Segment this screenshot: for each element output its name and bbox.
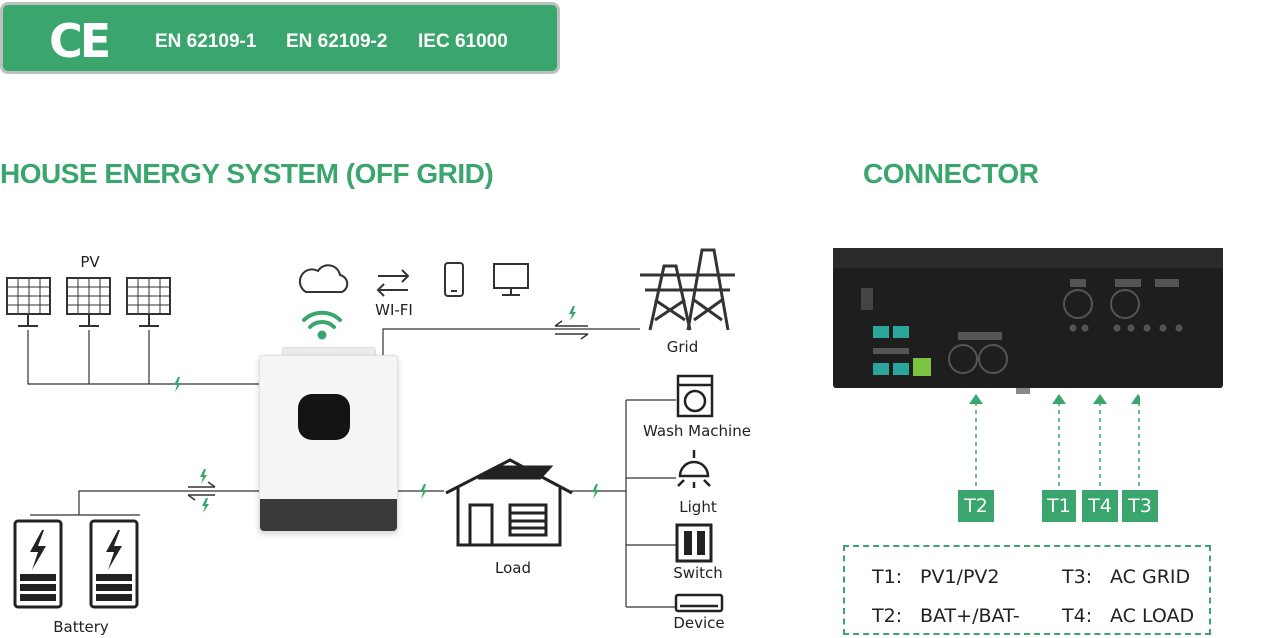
arrow-up-icon — [1052, 394, 1066, 404]
legend-key: T2: — [872, 605, 903, 627]
air-conditioner-icon — [674, 593, 724, 613]
legend-value: BAT+/BAT- — [920, 605, 1020, 627]
wifi-label: WI-FI — [375, 301, 413, 319]
switch-icon — [675, 523, 713, 563]
grid-label: Grid — [666, 338, 699, 356]
wifi-icon — [302, 310, 342, 340]
device-label: Device — [673, 614, 725, 632]
tag-t1: T1 — [1042, 490, 1076, 522]
arrow-up-icon — [969, 394, 983, 404]
system-diagram — [6, 248, 735, 613]
power-tower-icon — [640, 248, 735, 331]
inverter-unit — [259, 355, 398, 532]
switch-label: Switch — [673, 564, 723, 582]
light-bulb-icon — [677, 450, 711, 488]
legend-key: T3: — [1062, 566, 1093, 588]
monitor-icon — [493, 263, 529, 296]
connector-ports — [861, 279, 1183, 394]
certification-banner: CE EN 62109-1 EN 62109-2 IEC 61000 — [0, 2, 560, 74]
phone-icon — [444, 262, 464, 297]
tag-t2: T2 — [958, 490, 994, 522]
legend-key: T4: — [1062, 605, 1093, 627]
lightning-icon — [569, 306, 576, 321]
connector-title: CONNECTOR — [863, 158, 1039, 189]
standard-label: EN 62109-2 — [286, 31, 388, 52]
tag-t4: T4 — [1082, 490, 1118, 522]
system-title: HOUSE ENERGY SYSTEM (OFF GRID) — [0, 158, 494, 189]
battery-icon — [13, 519, 63, 609]
pointer-lines — [969, 394, 1140, 488]
load-label: Load — [495, 559, 531, 577]
connector-legend — [843, 545, 1211, 635]
pv-label: PV — [80, 253, 100, 271]
house-icon — [445, 458, 573, 547]
washing-machine-icon — [676, 374, 714, 418]
legend-key: T1: — [872, 566, 903, 588]
wash-machine-label: Wash Machine — [643, 422, 751, 440]
lightning-icon — [202, 498, 209, 513]
ce-mark: CE — [49, 14, 111, 68]
inverter-base — [260, 499, 397, 531]
bidirectional-arrow-icon — [187, 481, 216, 501]
arrow-up-icon — [1131, 394, 1140, 404]
lightning-icon — [420, 484, 427, 499]
standard-label: IEC 61000 — [418, 31, 508, 52]
arrow-up-icon — [1093, 394, 1107, 404]
bidirectional-arrow-icon — [554, 320, 589, 340]
lightning-icon — [174, 377, 181, 392]
legend-value: AC LOAD — [1110, 605, 1195, 627]
inverter-display — [298, 394, 350, 440]
lightning-icon — [200, 469, 207, 484]
sync-arrows-icon — [376, 269, 410, 297]
lightning-icon — [592, 484, 599, 499]
standard-label: EN 62109-1 — [155, 31, 257, 52]
cloud-icon — [298, 264, 349, 293]
solar-panel-icon — [6, 277, 51, 327]
legend-value: PV1/PV2 — [920, 566, 1000, 588]
connector-panel-top — [833, 248, 1223, 268]
solar-panel-icon — [66, 277, 111, 327]
light-label: Light — [679, 498, 717, 516]
battery-icon — [89, 519, 139, 609]
solar-panel-icon — [126, 277, 171, 327]
battery-label: Battery — [53, 618, 109, 636]
tag-t3: T3 — [1122, 490, 1158, 522]
legend-value: AC GRID — [1110, 566, 1191, 588]
